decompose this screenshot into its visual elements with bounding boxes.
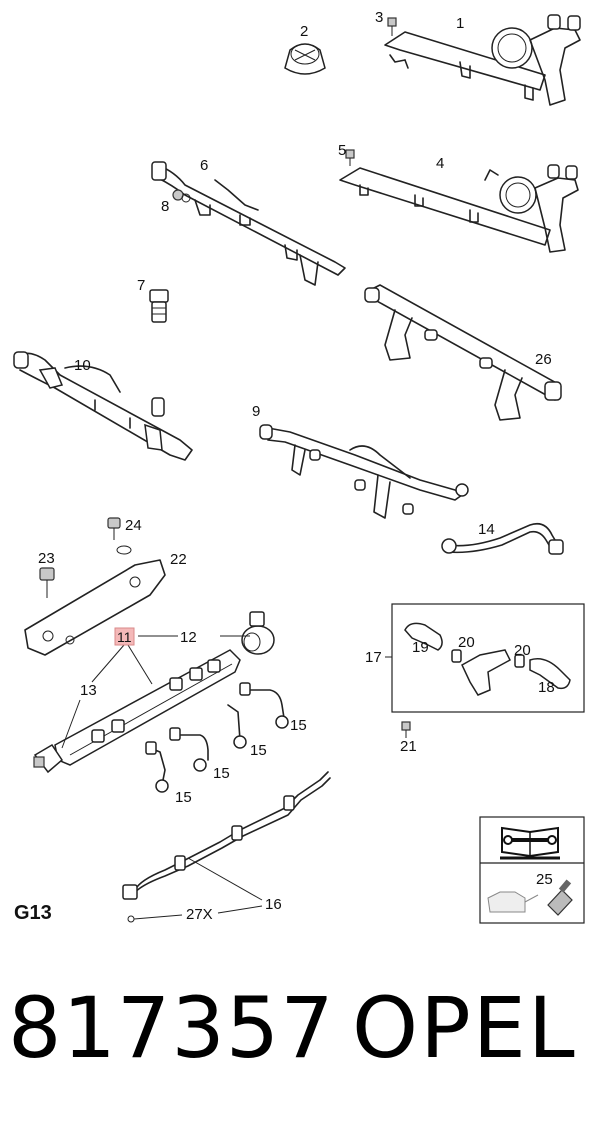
callout-15a: 15	[290, 717, 307, 734]
callout-21: 21	[400, 738, 417, 755]
leader-lines	[61, 635, 392, 920]
part-17-kit-box	[391, 603, 585, 713]
part-14-pipe	[441, 522, 564, 555]
part-2-cap	[284, 43, 326, 75]
part-number: 817357	[8, 979, 335, 1077]
callout-labels: 1 2 3 4 5 6 7 8 9 10 11 12 13 14 15 15 1…	[38, 9, 555, 923]
callout-15c: 15	[213, 765, 230, 782]
section-code: G13	[14, 902, 52, 924]
callout-4: 4	[436, 155, 444, 172]
callout-1: 1	[456, 15, 464, 32]
callout-15d: 15	[175, 789, 192, 806]
callout-18: 18	[538, 679, 555, 696]
part-3-screw	[387, 17, 397, 36]
callout-16: 16	[265, 896, 282, 913]
callout-22: 22	[170, 551, 187, 568]
callout-2: 2	[300, 23, 308, 40]
callout-20b: 20	[514, 642, 531, 659]
callout-25: 25	[536, 871, 553, 888]
callout-24: 24	[125, 517, 142, 534]
callout-19: 19	[412, 639, 429, 656]
callout-3: 3	[375, 9, 383, 26]
part-4-fuel-rail	[339, 164, 579, 253]
callout-23: 23	[38, 550, 55, 567]
part-9-fuel-pipe	[259, 424, 469, 519]
callout-26: 26	[535, 351, 552, 368]
part-15-pipes	[145, 682, 289, 793]
callout-15b: 15	[250, 742, 267, 759]
callout-20a: 20	[458, 634, 475, 651]
callout-14: 14	[478, 521, 495, 538]
parts-diagram: 1 2 3 4 5 6 7 8 9 10 11 12 13 14 15 15 1…	[13, 9, 585, 924]
part-8-bolt	[172, 189, 191, 203]
callout-8: 8	[161, 198, 169, 215]
part-21-screw	[401, 721, 411, 738]
callout-27x: 27X	[186, 906, 213, 923]
callout-10: 10	[74, 357, 91, 374]
part-22-bracket	[24, 559, 166, 656]
callout-13: 13	[80, 682, 97, 699]
oil-can-icon	[487, 891, 539, 913]
callout-6: 6	[200, 157, 208, 174]
wrench-book-icon	[500, 826, 560, 860]
sealant-tube-icon	[547, 879, 573, 916]
part-26-fuel-rail	[364, 284, 562, 421]
part-5-screw	[345, 149, 355, 166]
brand-name: OPEL	[352, 979, 577, 1077]
part-24-bolt	[107, 517, 132, 555]
callout-17: 17	[365, 649, 382, 666]
callout-5: 5	[338, 142, 346, 159]
callout-9: 9	[252, 403, 260, 420]
callout-7: 7	[137, 277, 145, 294]
part-1-fuel-rail	[384, 14, 581, 106]
part-7-fitting	[149, 289, 169, 323]
part-16-harness	[122, 771, 331, 900]
part-23-bolt	[39, 567, 55, 598]
callout-11-highlight	[114, 627, 135, 646]
part-27-cable-tie	[127, 915, 135, 923]
part-6-fuel-pipe	[151, 161, 346, 286]
callout-11: 11	[117, 629, 132, 645]
part-12-pressure-valve	[241, 611, 275, 655]
part-11-common-rail	[33, 649, 241, 774]
part-10-fuel-pipe	[13, 351, 193, 461]
callout-12: 12	[180, 629, 197, 646]
